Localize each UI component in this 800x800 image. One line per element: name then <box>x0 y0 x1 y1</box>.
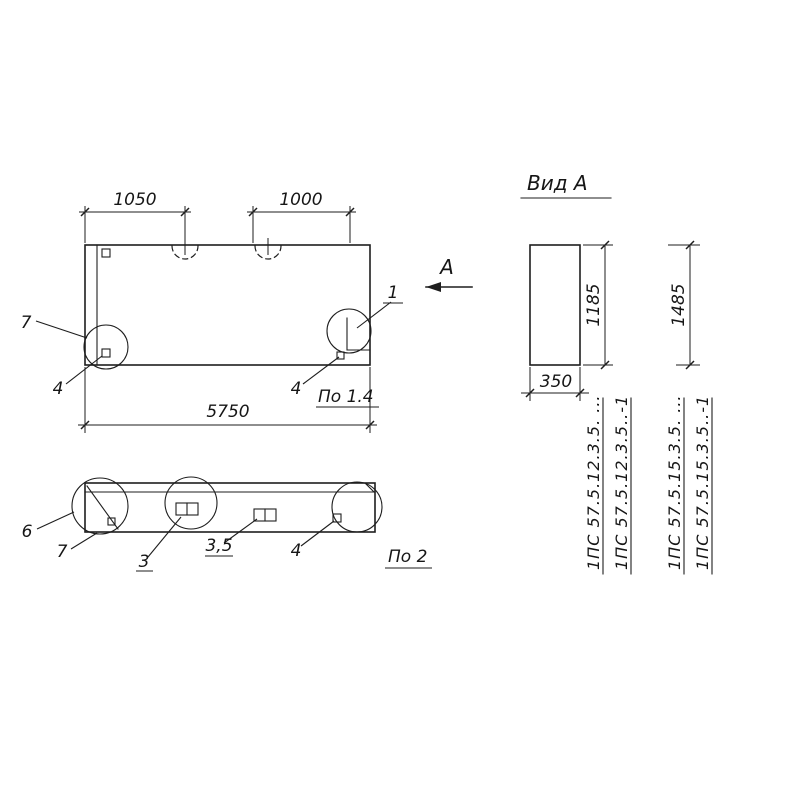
arrow-head-icon <box>426 282 441 292</box>
dimension-1485: 1485 <box>668 240 700 370</box>
callout-4-plan: 4 <box>291 541 302 561</box>
note-po2: По 2 <box>388 547 427 567</box>
panel-outline <box>84 244 371 366</box>
lifting-loop-icon <box>171 245 199 260</box>
end-view-outline <box>529 244 581 366</box>
detail-circle-left <box>83 324 129 370</box>
corner-step-detail <box>346 317 371 351</box>
callout-1: 1 <box>388 283 399 303</box>
elevation-view: 1050 1000 5750 А 7 <box>21 190 473 433</box>
dim-text-1485: 1485 <box>669 283 689 326</box>
note-po14: По 1.4 <box>318 387 374 407</box>
panel-mark-2: 1ПС 57.5.12.3.5..-1 <box>612 395 631 570</box>
callout-7: 7 <box>21 313 32 333</box>
elevation-callouts: 7 4 1 4 По 1.4 <box>21 283 403 408</box>
callout-4-left: 4 <box>53 379 64 399</box>
dimension-5750: 5750 <box>78 367 377 433</box>
dimension-1050: 1050 <box>79 190 191 243</box>
detail-circle-plan-left <box>71 477 129 535</box>
dim-text-1050: 1050 <box>113 190 156 210</box>
plan-outline <box>84 482 376 533</box>
section-label-a: А <box>438 255 454 279</box>
callout-3: 3 <box>139 552 150 572</box>
lifting-loop-icon <box>254 245 282 260</box>
callout-7-plan: 7 <box>57 542 68 562</box>
callout-3-5: 3,5 <box>205 536 232 556</box>
plan-view: 6 7 3 3,5 4 По 2 <box>22 476 432 572</box>
dim-text-1185: 1185 <box>584 283 604 326</box>
view-a: Вид А 350 1185 1485 <box>520 171 713 575</box>
plan-right-bevel <box>365 483 375 493</box>
callout-4-right: 4 <box>291 379 302 399</box>
dimension-350: 350 <box>521 367 589 401</box>
embed-plate-top-left <box>101 248 111 258</box>
panel-mark-4: 1ПС 57.5.15.3.5..-1 <box>693 395 712 570</box>
view-a-title: Вид А <box>527 171 588 195</box>
plan-callouts: 6 7 3 3,5 4 По 2 <box>22 511 432 572</box>
embed-plate-bottom-left <box>101 348 111 358</box>
dim-text-1000: 1000 <box>279 190 322 210</box>
dimension-1000: 1000 <box>247 190 356 243</box>
section-arrow-a: А <box>425 255 473 292</box>
dim-text-350: 350 <box>540 372 572 392</box>
detail-circle-right <box>326 308 372 354</box>
plan-embed-left <box>107 517 116 526</box>
plan-left-bevel <box>86 485 119 530</box>
embed-plate-bottom-right <box>336 351 345 360</box>
panel-mark-1: 1ПС 57.5.12.3.5. ... <box>584 395 603 571</box>
detail-circle-plan-middle <box>164 476 218 530</box>
panel-marks: 1ПС 57.5.12.3.5. ... 1ПС 57.5.12.3.5..-1… <box>584 395 713 575</box>
dim-text-5750: 5750 <box>206 402 249 422</box>
dimension-1185: 1185 <box>583 240 613 370</box>
detail-circle-plan-right <box>331 481 383 533</box>
callout-6: 6 <box>22 522 33 542</box>
panel-mark-3: 1ПС 57.5.15.3.5. ... <box>665 395 684 571</box>
